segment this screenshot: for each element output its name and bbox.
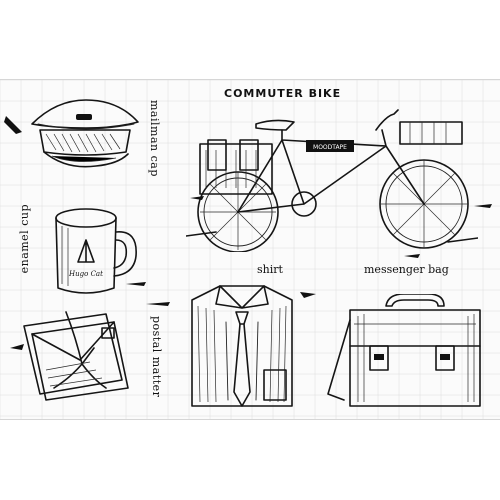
bike-tag-text: MOODTAPE — [313, 144, 347, 151]
enamel-cup-sketch: Hugo Cat — [55, 208, 146, 294]
commuter-bike-label: COMMUTER BIKE — [224, 87, 342, 100]
shirt-sketch — [191, 285, 293, 407]
commuter-bike-sketch: MOODTAPE — [186, 109, 478, 252]
stamp-sheet: COMMUTER BIKE MOODTAPE mailman cap ename… — [0, 79, 500, 420]
postal-matter-label: postal matter — [150, 316, 163, 398]
shirt-label: shirt — [257, 263, 283, 276]
background-grid — [0, 80, 500, 419]
mailman-cap-label: mailman cap — [148, 100, 161, 177]
mailman-cap-sketch — [31, 99, 139, 168]
messenger-bag-label: messenger bag — [364, 263, 449, 276]
ink-splatter — [4, 116, 492, 306]
messenger-bag-sketch — [327, 294, 481, 407]
cup-text: Hugo Cat — [68, 270, 103, 278]
postal-matter-sketch — [10, 311, 129, 401]
